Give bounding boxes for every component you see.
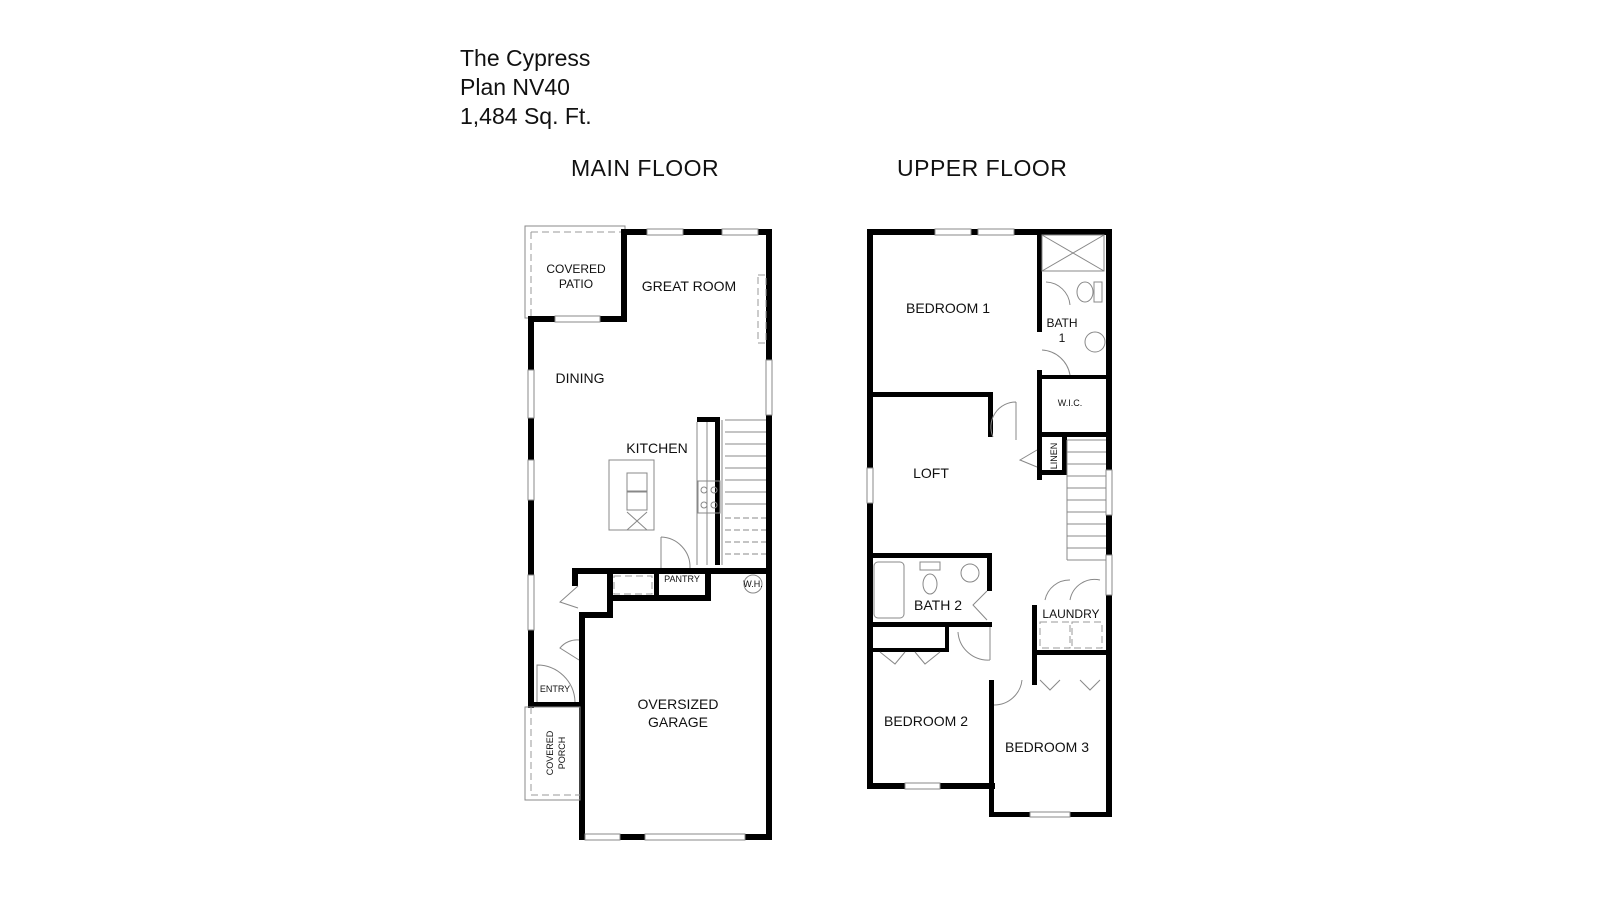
plan-number: Plan NV40 [460, 74, 570, 100]
wic-label: W.I.C. [1058, 398, 1083, 408]
main-floor-title: MAIN FLOOR [571, 155, 720, 181]
kitchen-island [608, 459, 655, 531]
bath-2-label: BATH 2 [914, 597, 962, 613]
covered-patio-label-2: PATIO [559, 277, 593, 291]
plan-name: The Cypress [460, 45, 591, 71]
entry-label: ENTRY [540, 684, 570, 694]
pantry-label: PANTRY [664, 574, 700, 584]
bath-1-label: BATH [1046, 316, 1077, 330]
water-heater-label: W.H. [743, 579, 763, 589]
upper-floor-title: UPPER FLOOR [897, 155, 1068, 181]
plan-header: The Cypress Plan NV40 1,484 Sq. Ft. [460, 44, 592, 131]
dining-label: DINING [556, 370, 605, 386]
main-floor-plan: W.H. COVERED PATIO GREAT ROOM DINING KIT… [524, 225, 773, 841]
covered-patio-label: COVERED [546, 262, 606, 276]
great-room-label: GREAT ROOM [642, 278, 736, 294]
garage-label-2: GARAGE [648, 714, 708, 730]
garage-label: OVERSIZED [638, 696, 719, 712]
wall [622, 229, 772, 235]
linen-label: LINEN [1049, 443, 1059, 470]
loft-label: LOFT [913, 465, 949, 481]
cooktop [697, 480, 721, 514]
laundry-label: LAUNDRY [1042, 607, 1099, 621]
covered-porch-label-2: PORCH [557, 737, 567, 770]
covered-porch-label: COVERED [545, 730, 555, 775]
bath-1-number: 1 [1059, 331, 1066, 345]
plan-area: 1,484 Sq. Ft. [460, 103, 592, 129]
kitchen-label: KITCHEN [626, 440, 687, 456]
bedroom-3-label: BEDROOM 3 [1005, 739, 1089, 755]
bedroom-2-label: BEDROOM 2 [884, 713, 968, 729]
upper-floor-plan: BEDROOM 1 BATH 1 W.I.C. LINEN LOFT BATH … [866, 228, 1113, 818]
bedroom-1-label: BEDROOM 1 [906, 300, 990, 316]
